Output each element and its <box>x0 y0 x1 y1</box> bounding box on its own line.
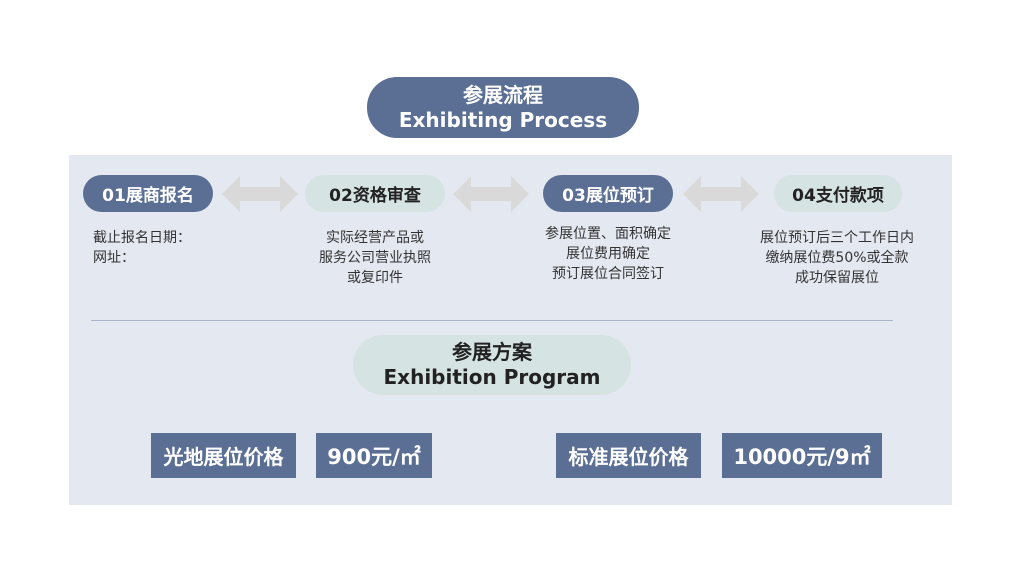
step-3-description: 参展位置、面积确定 展位费用确定 预订展位合同签订 <box>518 224 698 284</box>
process-title-cn: 参展流程 <box>463 82 543 107</box>
step-4-line: 成功保留展位 <box>795 270 879 286</box>
step-2-description: 实际经营产品或 服务公司营业执照 或复印件 <box>285 228 465 288</box>
step-1-description: 截止报名日期： 网址： <box>93 228 273 268</box>
step-1-badge: 01展商报名 <box>83 175 213 212</box>
raw-space-price-value-text: 900元/㎡ <box>327 444 421 469</box>
raw-space-price-value: 900元/㎡ <box>316 433 432 478</box>
program-title-en: Exhibition Program <box>383 365 601 389</box>
standard-booth-price-value-text: 10000元/9㎡ <box>733 444 871 469</box>
step-4-description: 展位预订后三个工作日内 缴纳展位费50%或全款 成功保留展位 <box>730 228 944 288</box>
step-3-label: 03展位预订 <box>562 186 654 206</box>
step-2-label: 02资格审查 <box>329 186 421 206</box>
step-3-line: 预订展位合同签订 <box>552 266 664 282</box>
standard-booth-price-label: 标准展位价格 <box>556 433 701 478</box>
raw-space-price-label-text: 光地展位价格 <box>163 445 284 469</box>
step-4-badge: 04支付款项 <box>774 175 902 212</box>
standard-booth-price-label-text: 标准展位价格 <box>568 445 689 469</box>
double-arrow-icon <box>683 176 759 212</box>
step-4-line: 展位预订后三个工作日内 <box>760 230 914 246</box>
process-title-pill: 参展流程 Exhibiting Process <box>367 77 639 138</box>
step-1-line: 网址： <box>93 250 135 266</box>
program-title-pill: 参展方案 Exhibition Program <box>353 335 631 395</box>
step-2-line: 服务公司营业执照 <box>319 250 431 266</box>
program-title-cn: 参展方案 <box>452 340 532 364</box>
step-3-line: 参展位置、面积确定 <box>545 226 671 242</box>
double-arrow-icon <box>222 176 298 212</box>
step-4-line: 缴纳展位费50%或全款 <box>765 250 909 266</box>
step-2-badge: 02资格审查 <box>305 175 445 212</box>
step-3-badge: 03展位预订 <box>543 175 673 212</box>
step-2-line: 实际经营产品或 <box>326 230 424 246</box>
standard-booth-price-value: 10000元/9㎡ <box>722 433 882 478</box>
step-3-line: 展位费用确定 <box>566 246 650 262</box>
raw-space-price-label: 光地展位价格 <box>151 433 296 478</box>
step-4-label: 04支付款项 <box>792 186 884 206</box>
step-1-line: 截止报名日期： <box>93 230 191 246</box>
double-arrow-icon <box>453 176 529 212</box>
step-1-label: 01展商报名 <box>102 186 194 206</box>
section-divider <box>91 320 893 321</box>
process-title-en: Exhibiting Process <box>398 107 608 132</box>
step-2-line: 或复印件 <box>347 270 403 286</box>
